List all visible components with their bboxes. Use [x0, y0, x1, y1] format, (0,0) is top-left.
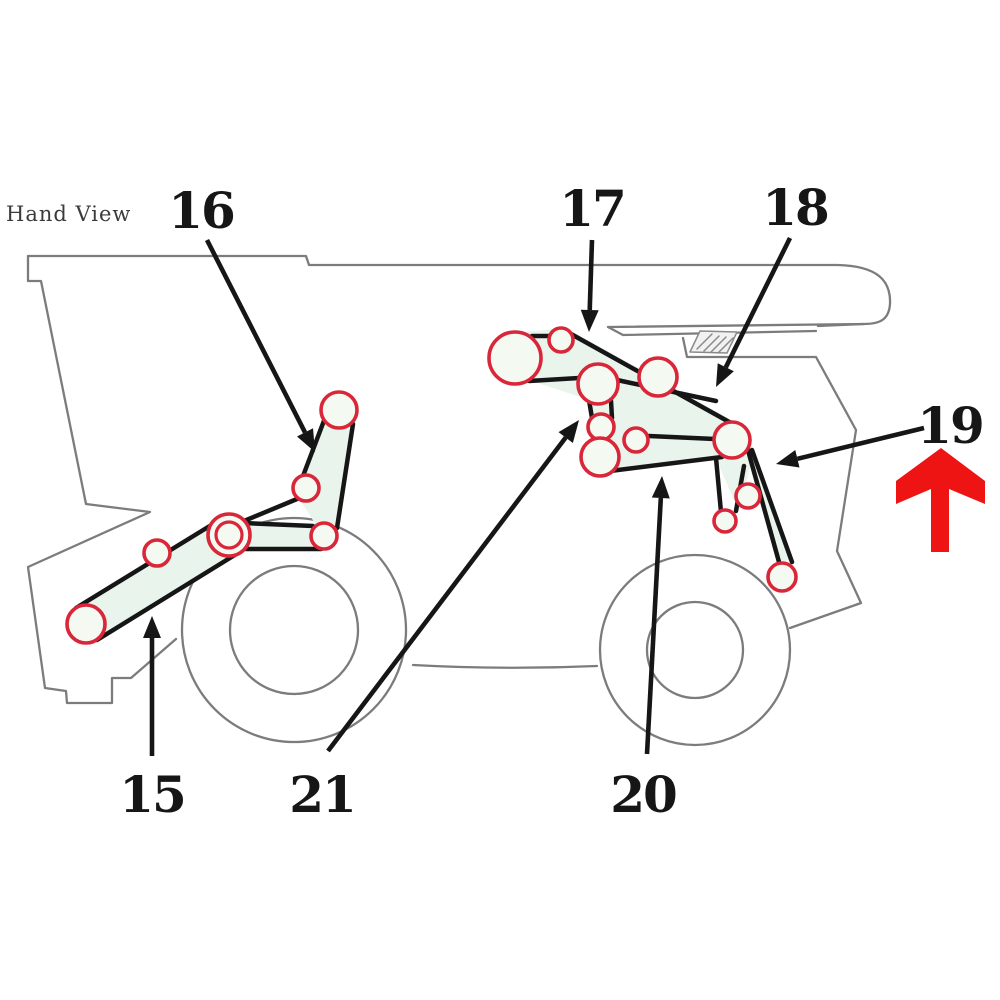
- belt-segment: [240, 520, 316, 529]
- belt-lines: [73, 331, 795, 643]
- leader-arrowhead-15: [143, 616, 161, 638]
- feeder-front-outline: [26, 254, 178, 705]
- leader-arrowhead-19: [776, 450, 800, 468]
- pulley: [712, 508, 738, 534]
- callout-label-17: 17: [559, 179, 625, 238]
- pulley: [547, 326, 575, 354]
- belt-loop-fills: [78, 328, 792, 641]
- pulley: [734, 482, 762, 510]
- leader-arrowhead-21: [558, 420, 579, 443]
- leader-line-18: [723, 236, 793, 369]
- belt-segment: [608, 398, 615, 421]
- belt-segment: [94, 550, 241, 643]
- callout-label-18: 18: [762, 178, 828, 237]
- belt-segment: [646, 433, 718, 442]
- pulley: [766, 561, 798, 593]
- belt-segment: [749, 447, 795, 565]
- pulley: [142, 538, 172, 568]
- pulley: [637, 356, 679, 398]
- leader-arrowhead-20: [651, 476, 670, 499]
- belt-loop-fill: [78, 523, 240, 641]
- callout-label-21: 21: [289, 765, 355, 824]
- pulley: [206, 512, 252, 558]
- leader-line-17: [587, 239, 595, 311]
- pulley: [579, 436, 621, 478]
- rear-wheel-inner: [645, 600, 745, 700]
- callout-label-20: 20: [610, 765, 676, 824]
- belt-segment: [241, 496, 300, 524]
- callout-labels: 15 16 17 18 19 20 21: [119, 178, 985, 824]
- leader-line-21: [326, 436, 568, 753]
- pulley: [586, 412, 616, 442]
- belt-loop-fill: [492, 328, 754, 512]
- pulley: [576, 362, 620, 406]
- belt-loop-fill: [242, 522, 322, 550]
- leader-arrowhead-18: [716, 363, 734, 387]
- rear-wheel-outer: [598, 553, 792, 747]
- body-bottom-outline: [411, 663, 599, 669]
- belt-segment: [73, 521, 216, 611]
- callout-label-19: 19: [917, 396, 983, 455]
- pulleys: [65, 326, 798, 645]
- leader-arrowhead-17: [580, 309, 599, 332]
- leader-arrows: [143, 236, 925, 756]
- pulley-inner-ring: [214, 520, 244, 550]
- callout-label-16: 16: [168, 181, 234, 240]
- leader-line-19: [796, 425, 925, 462]
- pulley: [309, 521, 339, 551]
- pulley: [291, 473, 321, 503]
- leader-arrowhead-16: [296, 428, 315, 452]
- red-arrow-layer: [896, 448, 985, 552]
- pulley: [622, 426, 650, 454]
- combine-outline: [26, 254, 892, 747]
- callout-label-15: 15: [119, 765, 185, 824]
- pulley: [487, 330, 543, 386]
- body-top-outline: [26, 254, 892, 328]
- leader-line-16: [204, 238, 308, 434]
- pulley: [319, 390, 359, 430]
- belt-segment: [526, 375, 582, 384]
- body-rear-outline: [681, 336, 863, 630]
- hand-view-label: Hand View: [6, 202, 131, 226]
- pulley: [65, 603, 107, 645]
- front-wheel-outer: [180, 516, 408, 744]
- up-arrow-indicator: [896, 448, 985, 552]
- belt-segment: [607, 454, 725, 474]
- front-wheel-inner: [228, 564, 360, 696]
- leader-line-20: [644, 497, 664, 755]
- pulley: [712, 420, 752, 460]
- belt-segment: [334, 421, 356, 531]
- belt-segment: [713, 455, 724, 515]
- hatched-panel: [689, 330, 738, 354]
